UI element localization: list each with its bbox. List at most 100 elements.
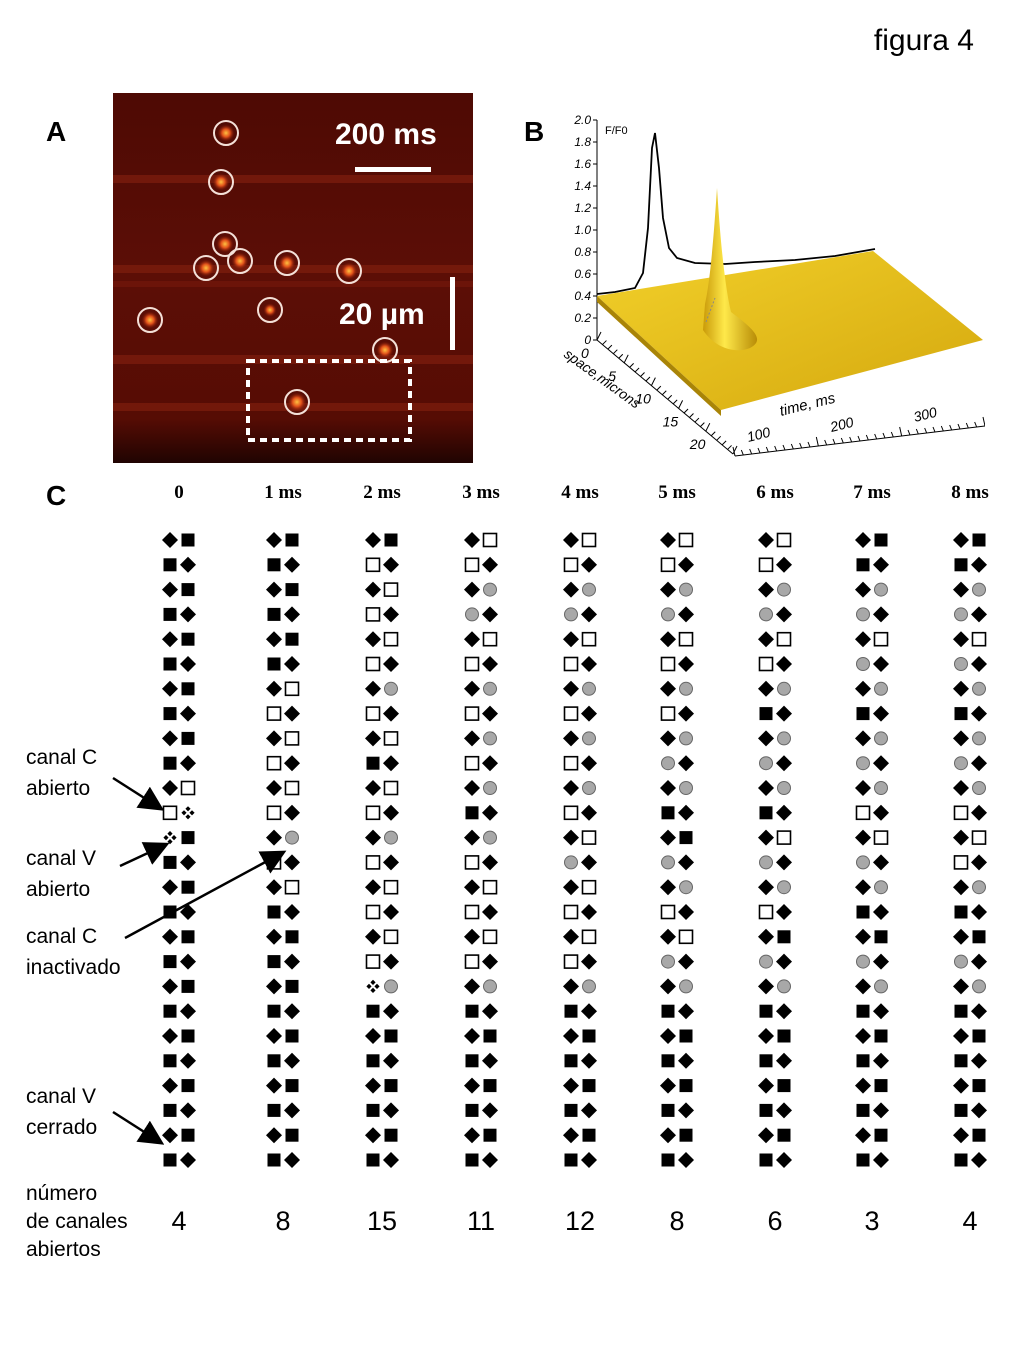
inactivated-c-circle (759, 954, 773, 969)
open-c-square (365, 855, 381, 870)
y-tick-label: 2.0 (573, 113, 591, 127)
space-tick-mark (623, 354, 629, 364)
time-tick-mark (932, 426, 936, 433)
closed-v-diamond (758, 680, 774, 697)
open-channel-count: 6 (767, 1206, 783, 1236)
column-header: 4 ms (561, 482, 599, 503)
inactivated-c-circle (874, 681, 888, 696)
closed-c-square (181, 831, 195, 845)
closed-v-diamond (464, 680, 480, 697)
closed-v-diamond (855, 1127, 871, 1144)
closed-v-diamond (383, 904, 399, 920)
closed-c-square (972, 1079, 986, 1093)
time-tick-mark (915, 428, 919, 435)
inactivated-c-circle (483, 781, 497, 795)
time-tick-mark (874, 433, 878, 440)
closed-c-square (181, 979, 195, 993)
closed-v-diamond (971, 606, 987, 623)
closed-c-square (874, 930, 888, 944)
closed-c-square (163, 657, 177, 671)
spark-peak (703, 188, 758, 351)
closed-c-square (874, 1128, 888, 1142)
closed-c-square (366, 1103, 380, 1117)
closed-c-square (972, 533, 986, 547)
closed-v-diamond (383, 953, 399, 970)
open-c-square (581, 830, 597, 845)
closed-c-square (267, 1103, 281, 1117)
closed-c-square (181, 533, 195, 547)
closed-v-diamond (971, 1003, 987, 1020)
closed-v-diamond (873, 1003, 889, 1020)
closed-c-square (661, 1103, 675, 1117)
closed-v-diamond (365, 1077, 381, 1094)
time-tick-mark (974, 421, 978, 428)
closed-v-diamond (563, 1028, 579, 1044)
closed-c-square (856, 1153, 870, 1167)
inactivated-c-circle (582, 582, 596, 597)
space-tick-mark (721, 440, 727, 446)
space-tick-label: 20 (689, 436, 706, 452)
closed-v-diamond (482, 705, 498, 722)
closed-v-diamond (776, 606, 792, 623)
open-c-square (563, 557, 579, 573)
closed-v-diamond (776, 1102, 792, 1119)
closed-v-diamond (678, 904, 694, 920)
open-c-square (464, 755, 480, 771)
closed-v-diamond (776, 854, 792, 871)
closed-v-diamond (365, 879, 381, 896)
closed-v-diamond (581, 804, 597, 821)
open-c-square (365, 954, 381, 969)
closed-c-square (777, 1128, 791, 1142)
closed-v-diamond (383, 606, 399, 623)
closed-v-diamond (660, 581, 676, 598)
closed-c-square (679, 831, 693, 845)
closed-v-diamond (581, 1152, 597, 1168)
closed-c-square (661, 1153, 675, 1167)
closed-v-diamond (383, 854, 399, 871)
open-c-square (464, 706, 480, 721)
closed-v-diamond (953, 1028, 969, 1044)
closed-c-square (267, 1054, 281, 1068)
closed-v-diamond (660, 1077, 676, 1094)
closed-v-diamond (873, 755, 889, 772)
closed-v-diamond (953, 581, 969, 598)
space-axis-label: space,microns (561, 345, 643, 411)
inactivated-c-circle (582, 731, 596, 746)
space-tick-label: 10 (635, 391, 651, 407)
closed-c-square (181, 632, 195, 646)
closed-v-diamond (873, 656, 889, 672)
closed-v-diamond (266, 680, 282, 697)
closed-c-square (564, 1004, 578, 1018)
closed-v-diamond (873, 854, 889, 871)
open-c-square (953, 805, 969, 821)
open-c-square (581, 532, 597, 548)
time-tick-mark (957, 423, 961, 430)
closed-v-diamond (284, 606, 300, 623)
open-c-square (365, 706, 381, 721)
closed-v-diamond (284, 556, 300, 573)
time-tick-mark (940, 425, 944, 432)
closed-c-square (181, 583, 195, 597)
confocal-line-scan-image: 200 ms 20 µm (113, 93, 473, 463)
inactivated-c-circle (874, 731, 888, 746)
column-header: 6 ms (756, 482, 794, 503)
closed-v-diamond (266, 1077, 282, 1094)
y-ticks: 00.20.40.60.81.01.21.41.61.82.0 (573, 113, 597, 347)
label-canal-v-abierto: canal V abierto (26, 847, 97, 901)
open-v-clover (181, 806, 195, 820)
open-c-square (660, 706, 676, 721)
closed-c-square (777, 1079, 791, 1093)
label-canal-c-abierto: canal C abierto (26, 746, 98, 800)
closed-v-diamond (581, 755, 597, 772)
closed-v-diamond (953, 680, 969, 697)
closed-v-diamond (581, 1102, 597, 1119)
closed-v-diamond (953, 780, 969, 796)
time-scale-bar (355, 167, 431, 172)
open-v-clover (163, 831, 177, 845)
y-tick-label: 1.2 (574, 201, 591, 215)
closed-v-diamond (873, 556, 889, 573)
channel-state-grid (162, 532, 987, 1168)
open-c-square (758, 656, 774, 672)
closed-v-diamond (660, 1127, 676, 1144)
